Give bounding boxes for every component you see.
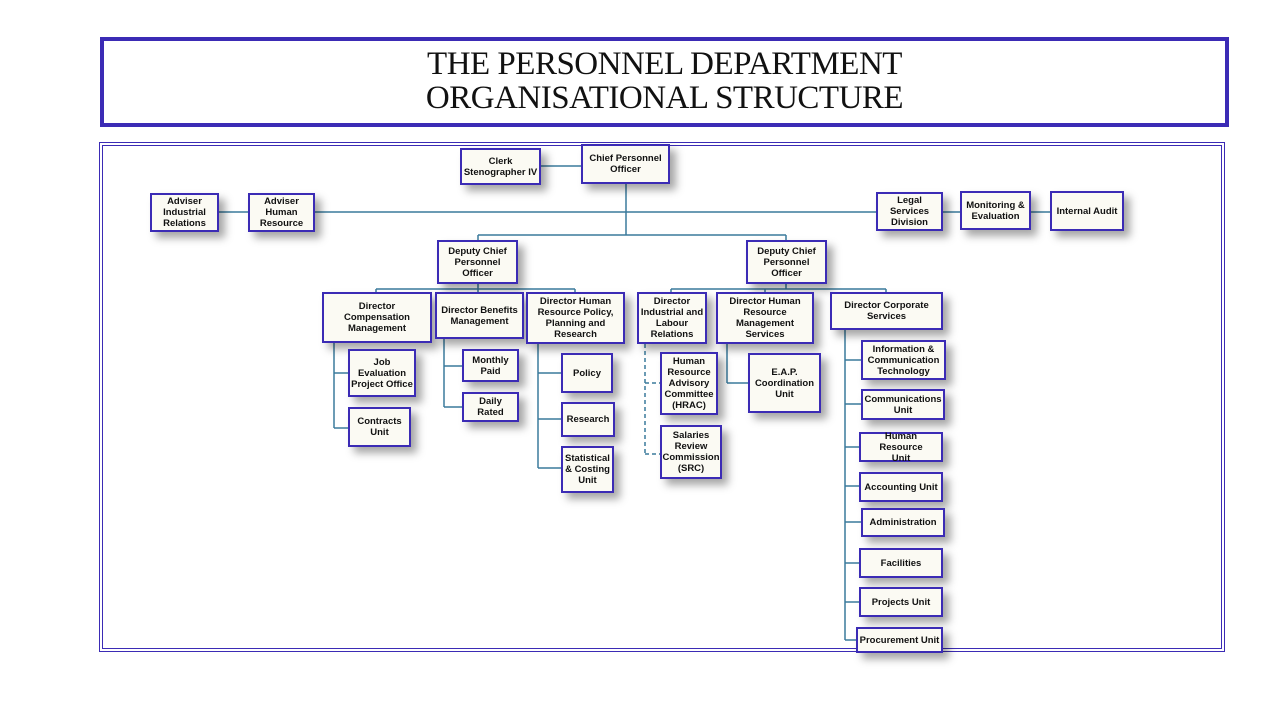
eap-coordination-unit-box: E.A.P. Coordination Unit (748, 353, 821, 413)
monthly-paid-box: Monthly Paid (462, 349, 519, 382)
adviser-human-resource-box: Adviser Human Resource (248, 193, 315, 232)
administration-box: Administration (861, 508, 945, 537)
adviser-industrial-relations-box: Adviser Industrial Relations (150, 193, 219, 232)
chief-personnel-officer-box: Chief Personnel Officer (581, 144, 670, 184)
human-resource-unit-box: Human Resource Unit (859, 431, 943, 464)
title-line-2: ORGANISATIONAL STRUCTURE (425, 80, 904, 116)
director-compensation-box: Director Compensation Management (322, 292, 432, 343)
accounting-unit-box: Accounting Unit (859, 472, 943, 502)
director-hr-policy-box: Director Human Resource Policy, Planning… (526, 292, 625, 344)
procurement-unit-box: Procurement Unit (856, 627, 943, 653)
statistical-costing-unit-box: Statistical & Costing Unit (561, 446, 614, 493)
ict-box: Information & Communication Technology (861, 340, 946, 380)
job-evaluation-box: Job Evaluation Project Office (348, 349, 416, 397)
legal-services-division-box: Legal Services Division (876, 192, 943, 231)
monitoring-evaluation-box: Monitoring & Evaluation (960, 191, 1031, 230)
title-banner: THE PERSONNEL DEPARTMENT ORGANISATIONAL … (100, 37, 1229, 127)
title-line-1: THE PERSONNEL DEPARTMENT (427, 46, 902, 82)
director-industrial-relations-box: Director Industrial and Labour Relations (637, 292, 707, 344)
projects-unit-box: Projects Unit (859, 587, 943, 617)
clerk-stenographer-box: Clerk Stenographer IV (460, 148, 541, 185)
deputy-chief-left-box: Deputy Chief Personnel Officer (437, 240, 518, 284)
research-box: Research (561, 402, 615, 437)
policy-box: Policy (561, 353, 613, 393)
facilities-box: Facilities (859, 548, 943, 578)
director-hrm-services-box: Director Human Resource Management Servi… (716, 292, 814, 344)
contracts-unit-box: Contracts Unit (348, 407, 411, 447)
hrac-box: Human Resource Advisory Committee (HRAC) (660, 352, 718, 415)
daily-rated-box: Daily Rated (462, 392, 519, 422)
director-corporate-services-box: Director Corporate Services (830, 292, 943, 330)
director-benefits-box: Director Benefits Management (435, 292, 524, 339)
communications-unit-box: Communications Unit (861, 389, 945, 420)
deputy-chief-right-box: Deputy Chief Personnel Officer (746, 240, 827, 284)
internal-audit-box: Internal Audit (1050, 191, 1124, 231)
src-box: Salaries Review Commission (SRC) (660, 425, 722, 479)
